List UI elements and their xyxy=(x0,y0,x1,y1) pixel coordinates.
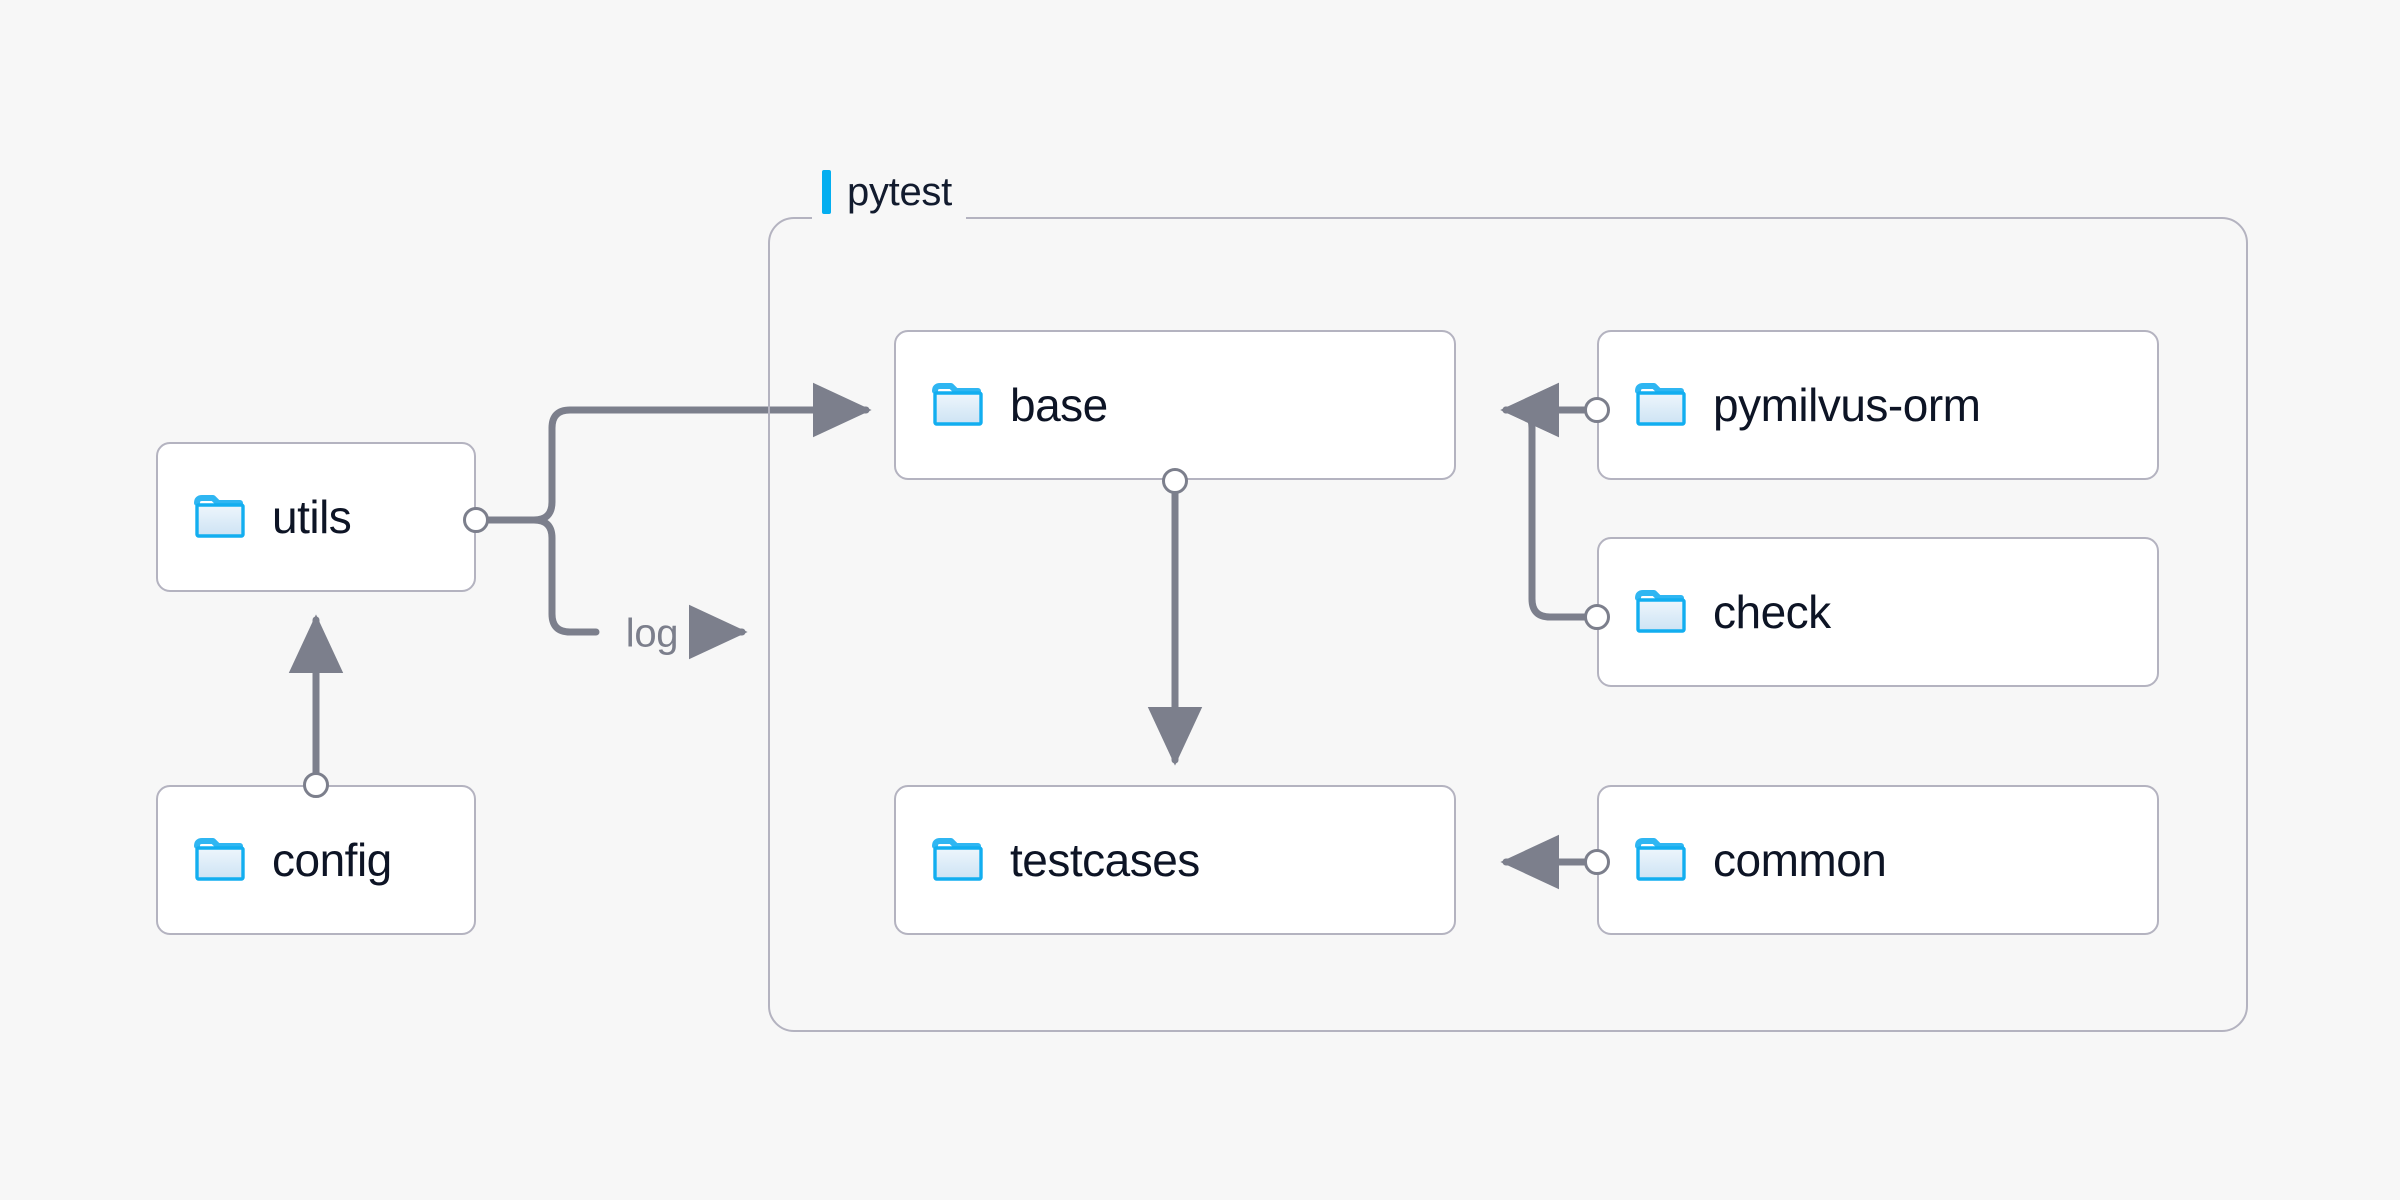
edge-label-log: log xyxy=(615,611,689,657)
folder-icon xyxy=(932,838,983,881)
group-pytest-label-text: pytest xyxy=(847,169,952,214)
port-check-left[interactable] xyxy=(1584,604,1610,630)
node-pymilvus-orm[interactable]: pymilvus-orm xyxy=(1597,330,2159,480)
port-pymilvus-orm-left[interactable] xyxy=(1584,397,1610,423)
folder-icon xyxy=(194,495,245,538)
node-testcases[interactable]: testcases xyxy=(894,785,1456,935)
port-config-top[interactable] xyxy=(303,772,329,798)
node-pymilvus-orm-label: pymilvus-orm xyxy=(1713,379,1981,431)
node-base[interactable]: base xyxy=(894,330,1456,480)
group-pytest-label: pytest xyxy=(812,164,966,220)
folder-icon xyxy=(1635,590,1686,633)
folder-icon xyxy=(1635,383,1686,426)
edge-utils-log-branch xyxy=(518,516,600,636)
port-base-bottom[interactable] xyxy=(1162,468,1188,494)
folder-icon xyxy=(1635,838,1686,881)
folder-icon xyxy=(194,838,245,881)
node-config-label: config xyxy=(272,834,392,886)
folder-icon xyxy=(932,383,983,426)
port-utils-right[interactable] xyxy=(463,507,489,533)
group-pytest[interactable] xyxy=(768,217,2248,1032)
node-check-label: check xyxy=(1713,586,1831,638)
port-common-left[interactable] xyxy=(1584,849,1610,875)
node-base-label: base xyxy=(1010,379,1108,431)
node-utils[interactable]: utils xyxy=(156,442,476,592)
node-check[interactable]: check xyxy=(1597,537,2159,687)
node-utils-label: utils xyxy=(272,491,352,543)
group-accent-bar xyxy=(822,170,831,214)
node-common[interactable]: common xyxy=(1597,785,2159,935)
node-config[interactable]: config xyxy=(156,785,476,935)
node-common-label: common xyxy=(1713,834,1887,886)
node-testcases-label: testcases xyxy=(1010,834,1200,886)
